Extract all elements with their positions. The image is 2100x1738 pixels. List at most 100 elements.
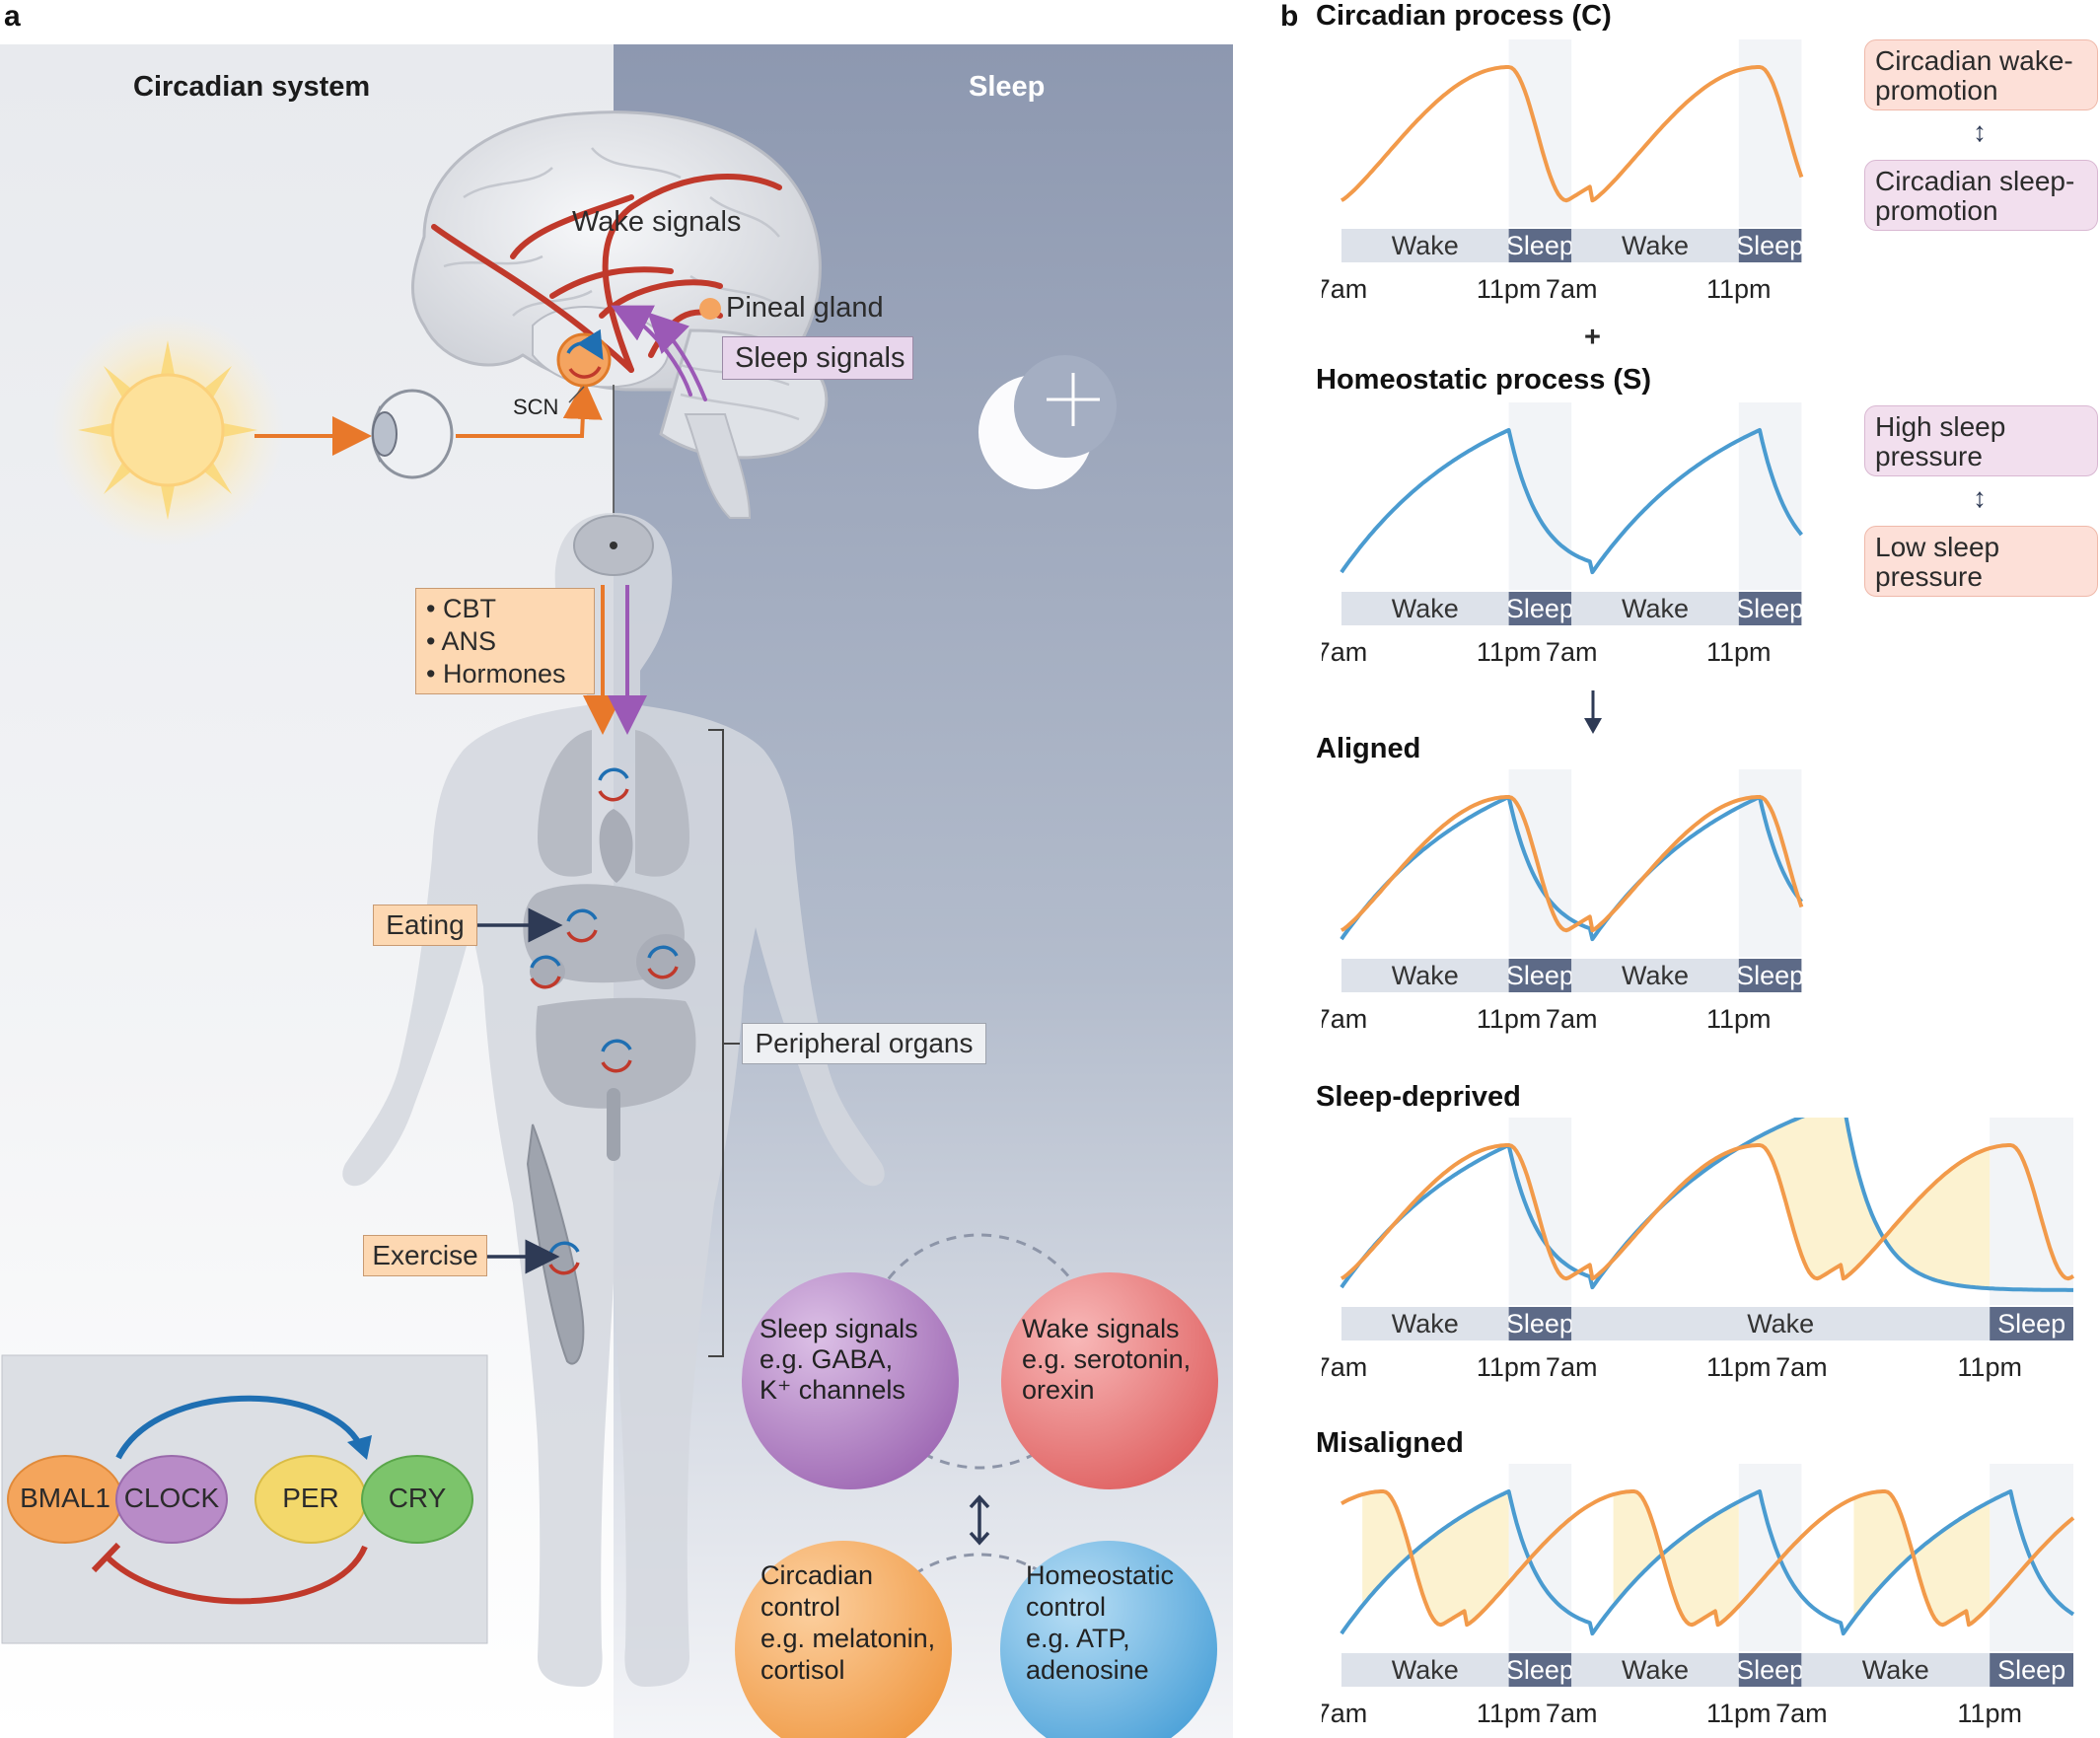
sleep-circle-line-1: Sleep signals [760, 1314, 918, 1343]
legend-s-double-arrow: ↕ [1973, 482, 1987, 513]
title-circadian-process: Circadian process (C) [1316, 0, 1612, 32]
circles-double-arrow [969, 1494, 990, 1546]
output-ans: • ANS [426, 626, 496, 656]
legend-wake-promotion-line-2: promotion [1875, 75, 1998, 106]
legend-sleep-promotion: Circadian sleep- promotion [1864, 160, 2098, 231]
sleep-bar-label-3: Sleep [1736, 231, 1804, 260]
tick-label-2: 7am [1546, 1699, 1598, 1728]
tick-label-1: 11pm [1477, 637, 1542, 667]
panel-a-letter: a [4, 0, 21, 33]
wake-bar-label-2: Wake [1622, 231, 1689, 260]
homeostatic-circle-line-3: e.g. ATP, [1026, 1624, 1130, 1653]
tick-label-2: 7am [1546, 1004, 1598, 1034]
sleep-shade-1 [1508, 1464, 1572, 1651]
wake-bar-label-2: Wake [1747, 1309, 1814, 1339]
wake-bar-label-0: Wake [1392, 961, 1459, 990]
header-sleep: Sleep [969, 71, 1046, 103]
title-homeostatic-process: Homeostatic process (S) [1316, 364, 1652, 396]
peripheral-clock-icons [530, 767, 679, 1275]
circadian-circle-line-1: Circadian [760, 1560, 874, 1590]
tick-label-2: 7am [1546, 1352, 1598, 1382]
wake-bar-0 [1341, 592, 1509, 625]
tick-label-0: 7am [1322, 1699, 1367, 1728]
sleep-bar-label-1: Sleep [1506, 1655, 1574, 1685]
repression-bar [91, 1542, 121, 1573]
tick-label-4: 7am [1775, 1352, 1828, 1382]
title-misaligned: Misaligned [1316, 1427, 1464, 1459]
title-sleep-deprived: Sleep-deprived [1316, 1081, 1521, 1113]
sleep-bar-label-1: Sleep [1506, 594, 1574, 623]
tick-label-0: 7am [1322, 274, 1367, 304]
homeostatic-circle-line-2: control [1026, 1592, 1107, 1622]
sleep-circle-line-3: K⁺ channels [760, 1375, 905, 1405]
homeostatic-control-circle [1000, 1541, 1217, 1738]
down-arrow [1584, 690, 1602, 734]
peripheral-bracket [708, 729, 740, 1357]
output-cbt: • CBT [426, 594, 496, 623]
sleep-shade-3 [1738, 402, 1802, 590]
sleep-bar-5 [1990, 1653, 2073, 1687]
pineal-gland-label: Pineal gland [726, 292, 884, 324]
wake-bar-2 [1571, 229, 1739, 262]
sleep-bar-1 [1508, 229, 1572, 262]
bmal1-label: BMAL1 [20, 1483, 110, 1513]
eye-icon [371, 389, 454, 479]
sleep-bar-label-3: Sleep [1736, 961, 1804, 990]
legend-high-pressure-line-1: High sleep [1875, 411, 2006, 442]
tick-label-4: 7am [1775, 1699, 1828, 1728]
tick-label-3: 11pm [1706, 274, 1772, 304]
sleep-bar-label-1: Sleep [1506, 1309, 1574, 1339]
sun-icon [51, 314, 284, 546]
wake-bar-label-2: Wake [1622, 1655, 1689, 1685]
legend-high-pressure: High sleep pressure [1864, 405, 2098, 476]
wake-bar-2 [1571, 1653, 1739, 1687]
circadian-curve [1340, 1489, 2075, 1628]
legend-wake-promotion: Circadian wake- promotion [1864, 39, 2098, 110]
per-label: PER [282, 1483, 339, 1513]
misalign-area-1 [1362, 1491, 1509, 1626]
wake-bar-2 [1571, 592, 1739, 625]
legend-c-double-arrow: ↕ [1973, 116, 1987, 147]
legend-low-pressure-line-1: Low sleep [1875, 532, 2000, 562]
pineal-gland-marker [699, 298, 721, 320]
clock-ellipse [115, 1455, 228, 1544]
wake-bar-0 [1341, 1307, 1509, 1340]
circadian-curve [1340, 795, 1804, 933]
sleep-bar-1 [1508, 959, 1572, 992]
sleep-bar-3 [1738, 592, 1802, 625]
wake-bar-label-4: Wake [1862, 1655, 1929, 1685]
sleep-pressure-area [1738, 1118, 1991, 1289]
tick-label-1: 11pm [1477, 1699, 1542, 1728]
sleep-signals-circle [742, 1272, 959, 1489]
title-aligned: Aligned [1316, 733, 1421, 764]
activation-arrow [115, 1395, 363, 1460]
sleep-bar-label-1: Sleep [1506, 231, 1574, 260]
wake-bar-label-0: Wake [1392, 594, 1459, 623]
tick-label-1: 11pm [1477, 1352, 1542, 1382]
sleep-bar-3 [1738, 1653, 1802, 1687]
circadian-circle-line-2: control [760, 1592, 841, 1622]
cry-label: CRY [388, 1483, 447, 1513]
tick-label-2: 7am [1546, 274, 1598, 304]
eating-label: Eating [373, 905, 477, 946]
sleep-bar-label-5: Sleep [1997, 1655, 2065, 1685]
sleep-bar-label-3: Sleep [1997, 1309, 2065, 1339]
circadian-curve [1340, 1143, 2075, 1281]
sleep-circle-text: Sleep signals e.g. GABA, K⁺ channels [760, 1314, 947, 1406]
wake-bar-0 [1341, 1653, 1509, 1687]
tick-label-0: 7am [1322, 1352, 1367, 1382]
sleep-bar-label-3: Sleep [1736, 594, 1804, 623]
wake-bar-label-0: Wake [1392, 1655, 1459, 1685]
circadian-curve [1340, 65, 1804, 203]
tick-label-5: 11pm [1957, 1699, 2022, 1728]
header-circadian-system: Circadian system [133, 71, 371, 103]
homeostatic-curve [1340, 795, 1803, 942]
wake-bar-4 [1801, 1653, 1991, 1687]
clock-label: CLOCK [123, 1483, 220, 1513]
panel-a-illustration [0, 44, 1233, 1738]
cry-ellipse [361, 1455, 473, 1544]
sleep-bar-label-3: Sleep [1736, 1655, 1804, 1685]
homeostatic-circle-text: Homeostatic control e.g. ATP, adenosine [1026, 1559, 1223, 1686]
